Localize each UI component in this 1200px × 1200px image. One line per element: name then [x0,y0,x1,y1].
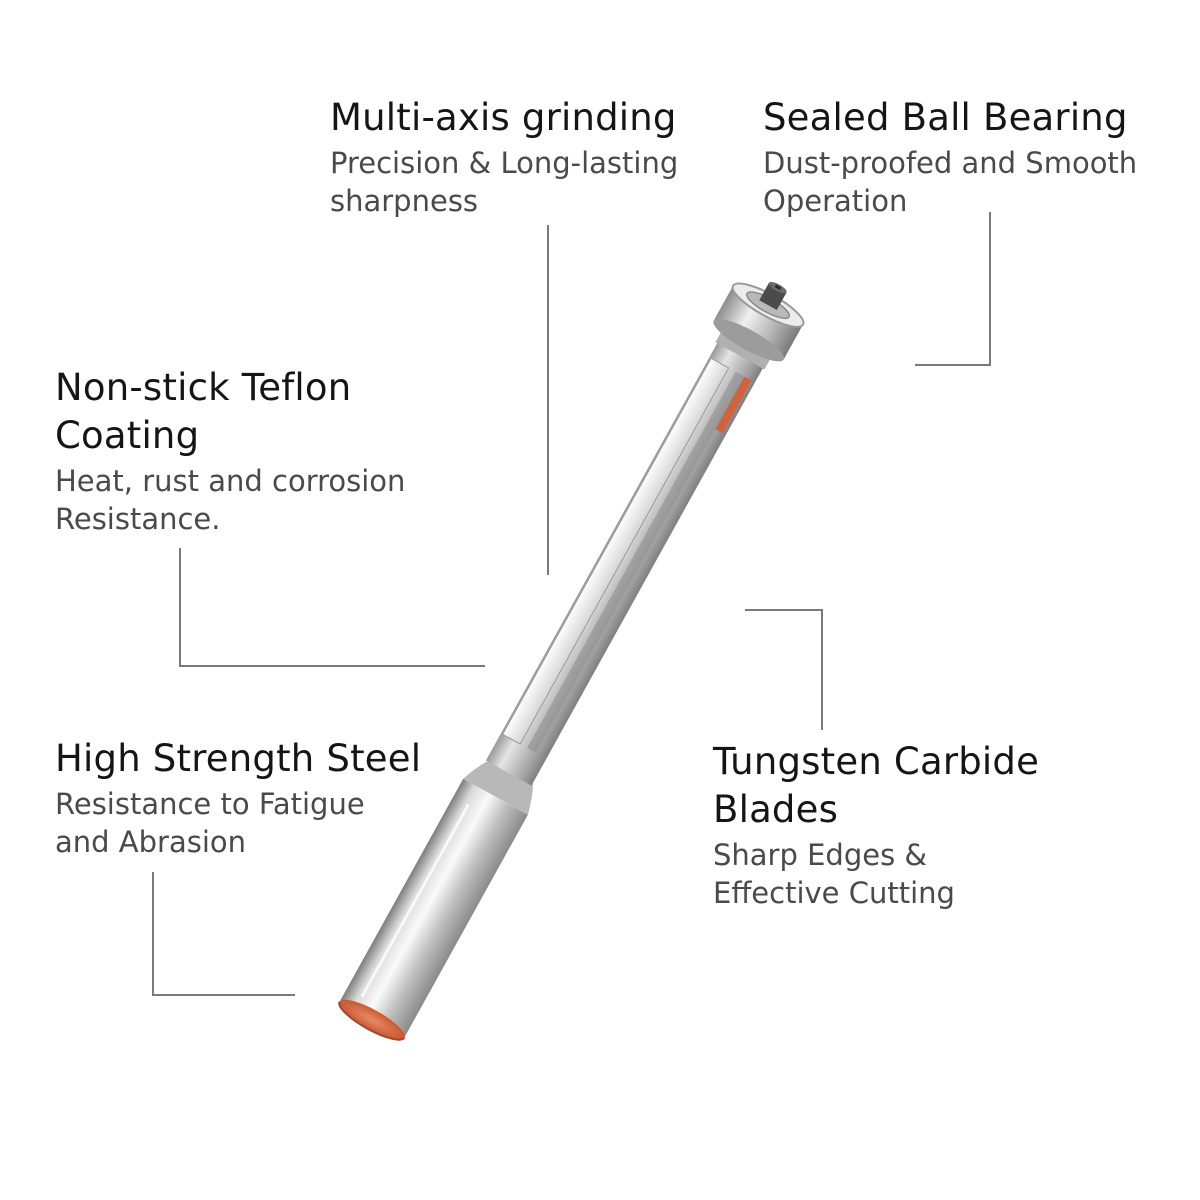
ball-bearing [713,285,804,360]
callout-desc-line: Sharp Edges & [713,838,928,872]
callout-desc-line: Heat, rust and corrosion [55,464,406,498]
callout-desc-line: Resistance. [55,502,221,536]
callout-desc-line: Dust-proofed and Smooth [763,146,1138,180]
carbide-blade [502,357,730,745]
callout-title-line: Blades [713,788,839,831]
shank [339,778,528,1038]
callout-tungsten-carbide-blades: Tungsten Carbide Blades Sharp Edges & Ef… [713,738,1133,912]
router-bit [338,281,805,1041]
shank-end-cap [339,999,405,1040]
leader-steel [152,872,295,996]
callout-sealed-ball-bearing: Sealed Ball Bearing Dust-proofed and Smo… [763,94,1193,220]
leader-bearing [915,212,991,366]
callout-title-line: Coating [55,414,200,457]
callout-title-line: Tungsten Carbide [713,740,1040,783]
callout-title-line: Non-stick Teflon [55,366,352,409]
leader-carbide [745,609,823,730]
leader-lines [152,212,991,996]
leader-teflon [179,548,485,667]
callout-title: Multi-axis grinding [330,96,677,139]
callout-desc-line: Effective Cutting [713,876,955,910]
callout-desc-line: Precision & Long-lasting [330,146,679,180]
callout-desc-line: Operation [763,184,908,218]
callout-multi-axis-grinding: Multi-axis grinding Precision & Long-las… [330,94,730,220]
callout-desc-line: and Abrasion [55,825,247,859]
callout-high-strength-steel: High Strength Steel Resistance to Fatigu… [55,735,475,861]
callout-title: Sealed Ball Bearing [763,96,1128,139]
callout-desc-line: sharpness [330,184,479,218]
blade-copper-edge [715,376,752,434]
callout-teflon-coating: Non-stick Teflon Coating Heat, rust and … [55,364,455,538]
callout-title: High Strength Steel [55,737,422,780]
callout-desc-line: Resistance to Fatigue [55,787,365,821]
